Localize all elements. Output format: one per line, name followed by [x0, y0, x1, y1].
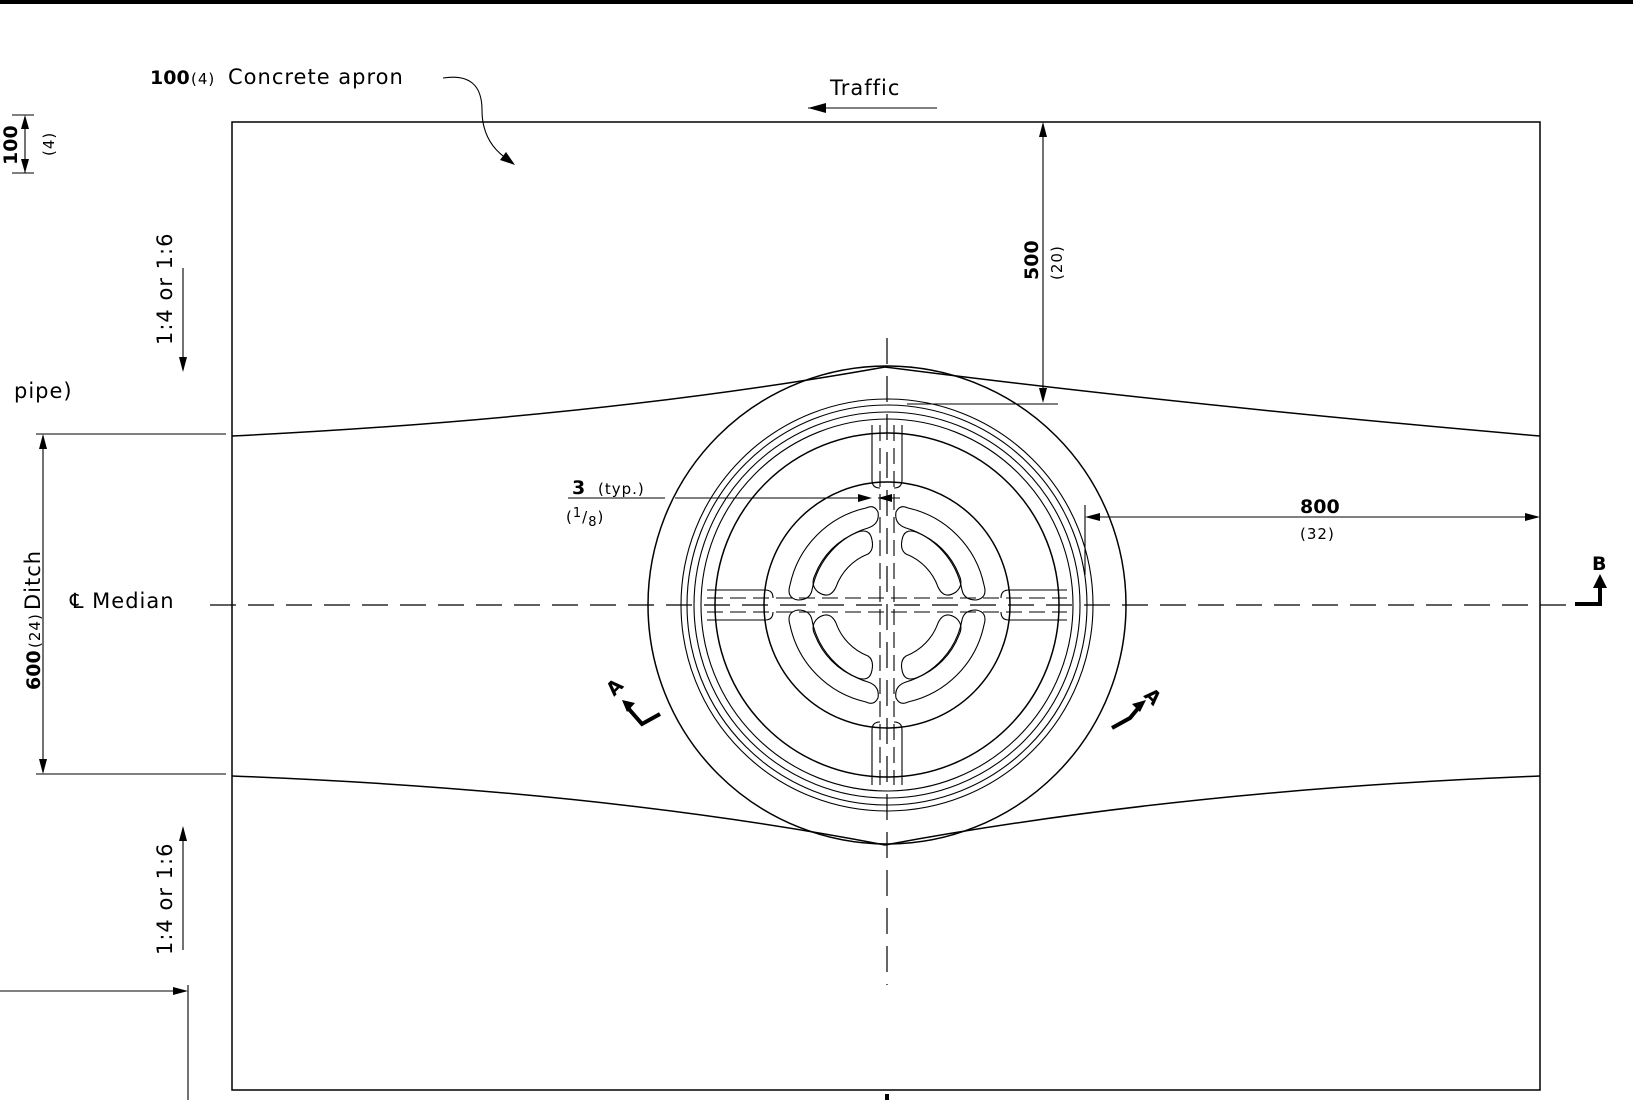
section-a-left-marker: [626, 706, 661, 727]
gap-arrow-right: [878, 494, 892, 502]
ditch-arrow-bottom: [39, 759, 47, 774]
thickness-dim-value: 100: [0, 125, 22, 165]
grate-slot: [900, 614, 962, 680]
section-a-left-label: A: [602, 674, 628, 700]
outer-frame-circle: [647, 365, 1127, 845]
apron-dimension: 100: [150, 67, 190, 89]
gap-frac-numerator: 1: [573, 506, 582, 521]
thickness-arrow-top: [21, 115, 29, 129]
frame-ring-2: [686, 404, 1088, 806]
dim-800-imperial: (32): [1300, 525, 1335, 543]
traffic-arrowhead: [808, 103, 826, 113]
apron-leader-arrowhead: [500, 152, 515, 165]
ditch-dim-value: 600: [23, 650, 45, 690]
grate-outer-circle: [714, 432, 1060, 778]
dim-500-arrow-top: [1039, 122, 1047, 137]
grate-slot: [812, 614, 874, 680]
bottom-left-arrowhead: [173, 987, 188, 995]
apron-leader: [442, 76, 513, 163]
section-b-label: B: [1592, 553, 1606, 575]
grate-slot: [812, 530, 874, 596]
ditch-edge-top: [231, 366, 1541, 437]
grate-slot: [900, 530, 962, 596]
section-b-arrowhead: [1593, 574, 1607, 588]
gap-arrow-left: [858, 494, 872, 502]
gap-frac-open: (: [566, 508, 573, 526]
ditch-arrow-top: [39, 434, 47, 449]
section-a-right-arrowhead: [1132, 700, 1146, 712]
grate-inner-circle: [763, 481, 1011, 729]
gap-frac-denominator: 8: [588, 515, 597, 530]
slope-label-top: 1:4 or 1:6: [153, 233, 177, 345]
thickness-dim-imperial: (4): [40, 132, 58, 156]
ditch-label: Ditch: [21, 550, 45, 610]
grate-slot: [895, 506, 986, 601]
slope-arrowhead-bottom: [179, 826, 187, 841]
dim-800-value: 800: [1300, 496, 1340, 518]
gap-frac-close: ): [597, 508, 604, 526]
grate-vertical-bar: [871, 425, 903, 785]
inlet-grate: [647, 365, 1127, 845]
traffic-label: Traffic: [829, 76, 900, 100]
thickness-arrow-bottom: [21, 159, 29, 173]
frame-ring-3: [693, 411, 1081, 799]
dim-500-value: 500: [1021, 240, 1043, 280]
grate-slot: [788, 609, 879, 704]
gap-dim-typ: (typ.): [598, 480, 645, 498]
section-a-right-marker: [1111, 704, 1142, 730]
section-a-left-arrowhead: [622, 700, 635, 712]
slope-label-bottom: 1:4 or 1:6: [153, 843, 177, 955]
grate-slot: [895, 609, 986, 704]
frame-ring-1: [680, 398, 1094, 812]
concrete-apron-outline: [231, 121, 1541, 1091]
median-label: ℄ Median: [69, 589, 175, 613]
gap-dim-imperial: (1/8): [566, 506, 604, 530]
grate-horizontal-bar: [707, 589, 1067, 621]
ditch-edge-bottom: [231, 775, 1541, 846]
slope-arrowhead-top: [179, 357, 187, 372]
ditch-dim-imperial: (24): [26, 613, 44, 648]
apron-dimension-imperial: (4): [191, 70, 215, 88]
grate-slot: [788, 506, 879, 601]
dim-800-arrow-right: [1525, 513, 1540, 521]
dim-500-arrow-bottom: [1039, 388, 1047, 403]
pipe-label-fragment: pipe): [14, 379, 73, 403]
section-a-right-label: A: [1139, 684, 1165, 710]
gap-dim-value: 3: [572, 477, 585, 499]
gap-frac-slash: /: [582, 508, 588, 526]
apron-label: Concrete apron: [228, 65, 404, 89]
dim-500-imperial: (20): [1048, 245, 1066, 280]
frame-ring-4: [700, 418, 1074, 792]
dim-800-arrow-left: [1085, 513, 1100, 521]
section-b-marker: [1575, 584, 1602, 606]
